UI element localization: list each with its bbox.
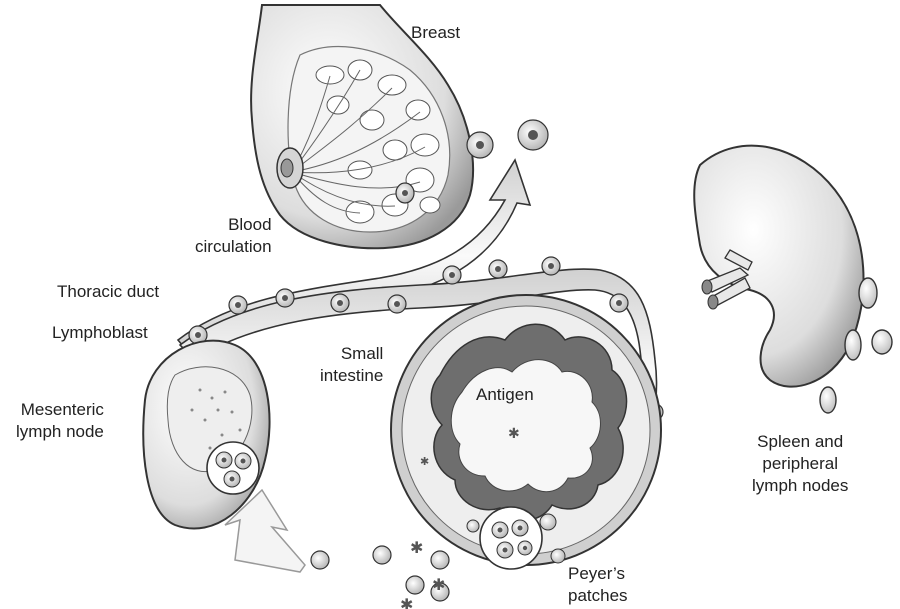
label-intestine-text: intestine: [320, 365, 383, 387]
label-antigen: Antigen: [476, 384, 534, 406]
label-thoracic-duct-text: Thoracic duct: [57, 281, 159, 303]
label-lymph-nodes-text: lymph nodes: [752, 475, 848, 497]
label-mesenteric-lymph-node: Mesenteric lymph node: [16, 399, 104, 443]
label-mesenteric-text: Mesenteric: [16, 399, 104, 421]
label-peripheral-text: peripheral: [752, 453, 848, 475]
label-spleen-peripheral-lymph-nodes: Spleen and peripheral lymph nodes: [752, 431, 848, 497]
label-lymphoblast: Lymphoblast: [52, 322, 148, 344]
label-thoracic-duct: Thoracic duct: [57, 281, 159, 303]
svg-text:✱: ✱: [420, 455, 429, 468]
label-peyers-text: Peyer’s: [568, 563, 628, 585]
label-breast-text: Breast: [411, 22, 460, 44]
label-blood-text: Blood: [195, 214, 272, 236]
label-lymph-node-text: lymph node: [16, 421, 104, 443]
label-small-intestine: Small intestine: [320, 343, 383, 387]
label-antigen-text: Antigen: [476, 384, 534, 406]
svg-text:✱: ✱: [508, 426, 520, 442]
label-small-text: Small: [320, 343, 383, 365]
label-spleen-text: Spleen and: [752, 431, 848, 453]
label-patches-text: patches: [568, 585, 628, 607]
label-circulation-text: circulation: [195, 236, 272, 258]
label-peyers-patches: Peyer’s patches: [568, 563, 628, 607]
label-breast: Breast: [411, 22, 460, 44]
small-intestine-illustration: ✱ ✱: [391, 295, 661, 569]
svg-text:✱: ✱: [400, 595, 413, 609]
label-blood-circulation: Blood circulation: [195, 214, 272, 258]
svg-text:✱: ✱: [432, 575, 445, 594]
svg-text:✱: ✱: [410, 538, 423, 557]
loose-cells: [311, 546, 449, 601]
spleen-illustration: [694, 146, 863, 387]
label-lymphoblast-text: Lymphoblast: [52, 322, 148, 344]
